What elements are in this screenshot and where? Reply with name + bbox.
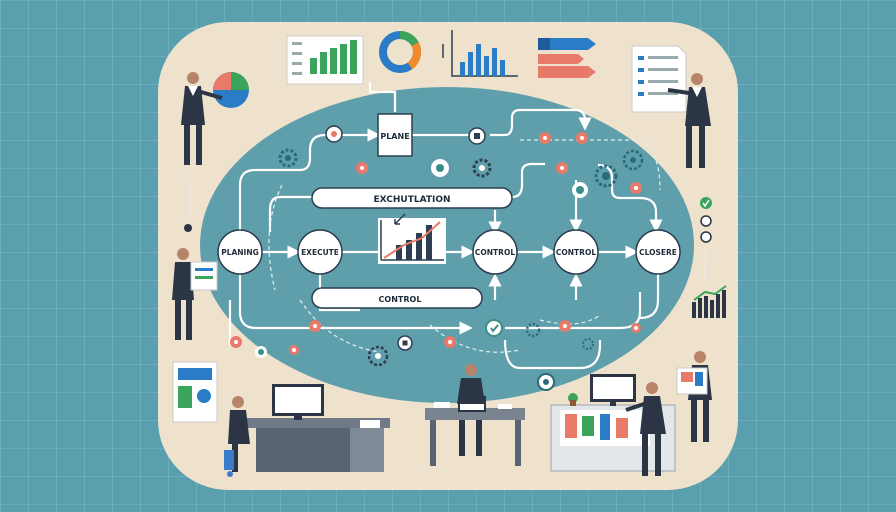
node-planing-label: PLANING [221, 248, 259, 257]
node-closere: CLOSERE [635, 229, 681, 275]
node-execute-label: EXECUTE [301, 248, 339, 257]
document-icon [631, 45, 687, 113]
presenter-top-right [667, 73, 711, 168]
gear-icon [559, 320, 571, 332]
gear-icon [278, 148, 298, 168]
gear-icons [230, 132, 644, 367]
flow-top-right [490, 108, 592, 137]
gear-icon [230, 336, 242, 348]
report-poster-icon [172, 361, 218, 423]
node-closere-label: CLOSERE [639, 248, 677, 257]
flower-icon [572, 182, 588, 198]
check-icon [485, 319, 503, 337]
flower-icon [255, 346, 267, 358]
flow-exec-down [318, 275, 360, 312]
gear-icon [367, 345, 389, 367]
mini-bar-chart-icon [692, 285, 727, 318]
worker-right [625, 382, 666, 476]
gear-icon [472, 158, 492, 178]
flow-lower-loop [238, 275, 473, 335]
gear-icon [525, 322, 541, 338]
flow-bottom-line [503, 339, 602, 370]
presenter-top-left [181, 72, 223, 165]
presenter-left [172, 248, 218, 340]
plane-node [377, 113, 413, 157]
trend-chart-icon [378, 213, 446, 264]
node-control-center-label: CONTROL [475, 248, 515, 257]
bar-chart-card-icon [286, 35, 364, 85]
node-control-right-label: CONTROL [556, 248, 596, 257]
gear-icon [631, 323, 641, 333]
gear-icon [622, 149, 644, 171]
flow-closere-loop [639, 274, 660, 320]
gear-icon [309, 320, 321, 332]
gear-icon [539, 132, 551, 144]
flow-exch-bar-out [511, 162, 545, 199]
gear-icon [594, 164, 618, 188]
node-planing: PLANING [217, 229, 263, 275]
control-bar-label: CONTROL [379, 295, 422, 304]
dashed-lines [189, 139, 706, 353]
node-execute: EXECUTE [297, 229, 343, 275]
arrow-bars-icon [538, 38, 596, 78]
donut-chart-icon [379, 31, 422, 73]
worker-left [224, 396, 250, 477]
flow-exch-bar-in [268, 195, 318, 232]
target-icon [537, 373, 555, 391]
flow-right-down [597, 163, 663, 233]
desk-left [240, 384, 390, 472]
lock-icon [397, 335, 413, 351]
flow-plane-top [368, 82, 397, 112]
badge-icons [255, 125, 588, 391]
flower-icon [431, 159, 449, 177]
control-bar [311, 287, 483, 309]
gear-icon [356, 162, 368, 174]
pie-chart-icon [213, 72, 249, 108]
gear-icon [444, 336, 456, 348]
gear-icon [289, 345, 299, 355]
presenter-bottom-right [676, 351, 712, 442]
bar-chart-icon [442, 30, 518, 77]
lock-icon [468, 127, 486, 145]
exchutlation-bar [311, 187, 513, 209]
exchutlation-bar-label: EXCHUTLATION [373, 195, 450, 205]
check-list-icons [184, 197, 712, 243]
node-control-right: CONTROL [553, 229, 599, 275]
node-control-center: CONTROL [472, 229, 518, 275]
flow-top-loop [238, 128, 381, 230]
plane-node-label: PLANE [380, 132, 409, 141]
gear-icon [582, 338, 594, 350]
gear-icon [556, 162, 568, 174]
gear-icon [576, 132, 588, 144]
gear-icon [630, 182, 642, 194]
worker-center [457, 364, 485, 456]
target-icon [325, 125, 343, 143]
